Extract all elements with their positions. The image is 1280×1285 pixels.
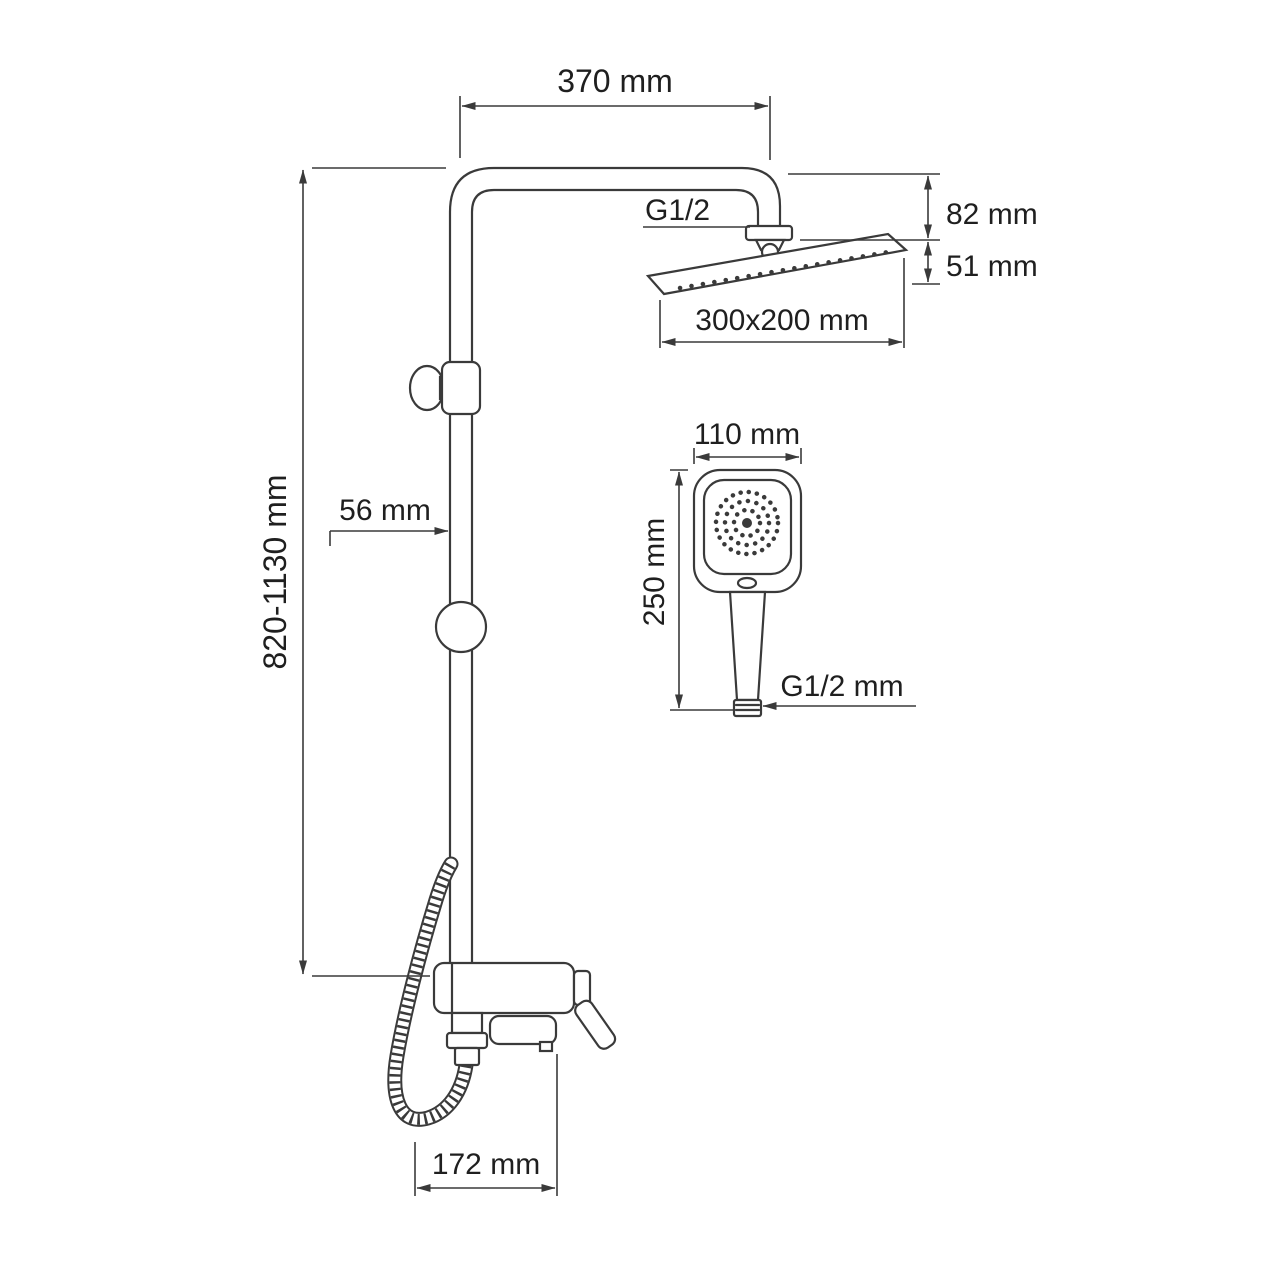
dimension-top-arm-width: 370 mm	[459, 63, 771, 160]
dimension-column-height: 820-1130 mm	[257, 167, 446, 977]
hand-shower-handle	[728, 590, 767, 702]
dim-label-51: 51 mm	[946, 250, 1038, 283]
label-handshower-connector: G1/2 mm	[762, 670, 916, 710]
g12-head-label: G1/2	[645, 194, 710, 227]
dimension-head-size: 300x200 mm	[659, 258, 905, 348]
hand-shower	[692, 468, 803, 718]
hose-outlet-nut	[445, 1031, 489, 1050]
dim-label-82: 82 mm	[946, 198, 1038, 231]
rain-shower-head	[645, 232, 909, 296]
dim-label-250: 250 mm	[638, 518, 671, 626]
dim-label-110: 110 mm	[694, 418, 800, 451]
dim-label-820-1130: 820-1130 mm	[257, 474, 293, 669]
dim-label-172: 172 mm	[432, 1148, 540, 1181]
dimension-handshower-width: 110 mm	[693, 418, 802, 464]
rain-head-connector	[744, 224, 794, 262]
wall-bracket-knob	[408, 360, 482, 416]
dimension-handshower-height: 250 mm	[638, 469, 733, 711]
mixer-spout	[488, 1014, 558, 1046]
dimension-head-drop: 82 mm 51 mm	[788, 173, 1038, 285]
hose-connector	[453, 1046, 481, 1067]
label-head-connector: G1/2	[643, 194, 750, 228]
dimension-spout-reach: 172 mm	[414, 1054, 558, 1196]
mixer-body	[432, 961, 617, 1067]
handshower-holder-knob	[434, 600, 488, 654]
dim-label-300x200: 300x200 mm	[695, 304, 868, 337]
spout-aerator	[538, 1040, 554, 1053]
dim-label-370: 370 mm	[557, 63, 673, 99]
hand-shower-face	[702, 478, 793, 576]
mode-button	[736, 576, 758, 590]
g12-hand-label: G1/2 mm	[780, 670, 903, 703]
hose-outlet	[450, 1011, 484, 1035]
dimension-bracket-offset: 56 mm	[329, 494, 449, 546]
hand-shower-thread	[732, 698, 763, 718]
shower-hose	[387, 856, 474, 1127]
mixer-lever-handle	[574, 999, 617, 1050]
shower-column-pipe	[448, 166, 782, 967]
dim-label-56: 56 mm	[339, 494, 431, 527]
